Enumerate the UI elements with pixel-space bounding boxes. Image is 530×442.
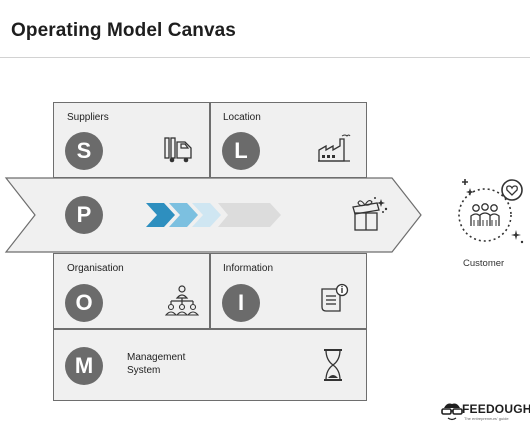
gift-icon	[352, 197, 388, 231]
flow-arrow-4	[218, 203, 281, 227]
location-circle: L	[222, 132, 260, 170]
flow-arrow-3	[192, 203, 221, 227]
flow-arrow-2	[169, 203, 198, 227]
management-label: Management System	[127, 352, 186, 376]
hourglass-icon	[324, 349, 342, 381]
information-circle: I	[222, 284, 260, 322]
suppliers-label: Suppliers	[67, 112, 109, 123]
truck-icon	[164, 137, 192, 163]
feedough-glasses-icon	[441, 403, 463, 421]
value-flow-arrows	[146, 203, 281, 227]
customer-group-icon	[458, 179, 524, 244]
document-info-icon	[321, 283, 349, 312]
information-label: Information	[223, 263, 274, 274]
flow-arrow-1	[146, 203, 175, 227]
management-block	[53, 329, 367, 401]
management-circle: M	[65, 347, 103, 385]
title-divider	[0, 57, 530, 58]
organisation-circle: O	[65, 284, 103, 322]
customer-label: Customer	[463, 258, 505, 269]
factory-icon	[318, 134, 351, 162]
feedough-logo: FEEDOUGH The entrepreneurs' guide	[441, 401, 530, 423]
value-chain-circle: P	[65, 196, 103, 234]
page-title: Operating Model Canvas	[11, 20, 236, 41]
organisation-label: Organisation	[67, 263, 124, 274]
suppliers-circle: S	[65, 132, 103, 170]
brand-name: FEEDOUGH	[462, 402, 530, 416]
org-chart-icon	[165, 285, 199, 316]
location-label: Location	[223, 112, 261, 123]
brand-tagline: The entrepreneurs' guide	[464, 416, 509, 421]
